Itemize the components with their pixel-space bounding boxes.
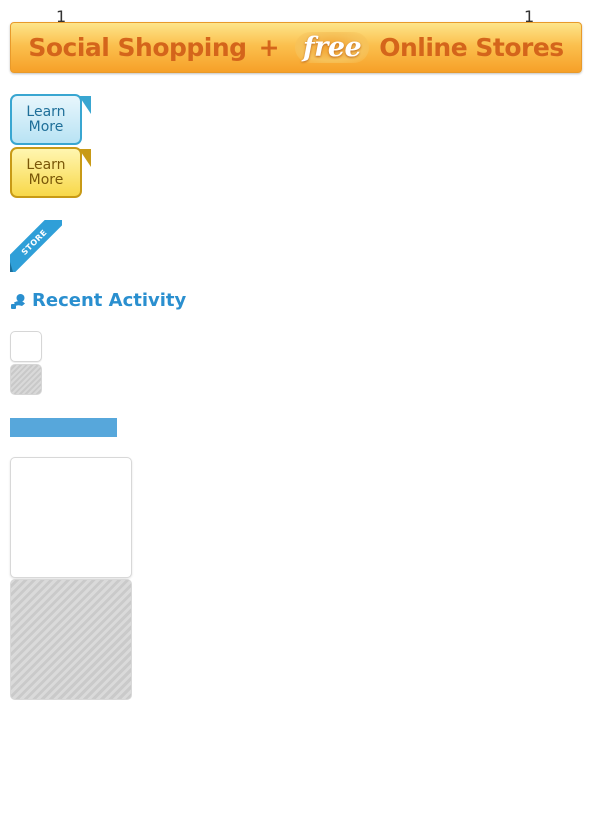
banner-online-stores: Online Stores [379, 33, 564, 62]
store-ribbon-label: STORE [19, 227, 49, 257]
product-card-placeholder[interactable] [10, 579, 132, 700]
activity-thumbnail[interactable] [10, 331, 42, 362]
banner-plus: + [258, 33, 280, 62]
activity-thumbnail-placeholder[interactable] [10, 364, 42, 395]
counter-right: 1 [524, 7, 535, 26]
banner-title: Social Shopping + free Online Stores [28, 32, 564, 63]
activity-bar[interactable] [10, 418, 117, 437]
recent-activity-heading: Recent Activity [10, 289, 186, 313]
learn-more-line1: Learn [26, 156, 66, 173]
recent-activity-title: Recent Activity [32, 290, 187, 311]
counter-left: 1 [56, 7, 67, 26]
social-shopping-banner[interactable]: Social Shopping + free Online Stores [10, 22, 582, 73]
banner-free: free [295, 32, 370, 63]
learn-more-line1: Learn [26, 103, 66, 120]
product-card[interactable] [10, 457, 132, 578]
speech-tail-icon [79, 96, 91, 114]
speech-tail-icon [79, 149, 91, 167]
store-ribbon[interactable]: STORE [10, 220, 62, 272]
learn-more-line2: More [28, 118, 64, 135]
ribbon-fold-icon [10, 262, 13, 272]
learn-more-line2: More [28, 171, 64, 188]
banner-social-shopping: Social Shopping [28, 33, 247, 62]
learn-more-button-yellow[interactable]: Learn More [10, 147, 91, 198]
learn-more-button-blue[interactable]: Learn More [10, 94, 91, 145]
user-icon [11, 293, 25, 309]
store-ribbon-band: STORE [10, 220, 62, 272]
